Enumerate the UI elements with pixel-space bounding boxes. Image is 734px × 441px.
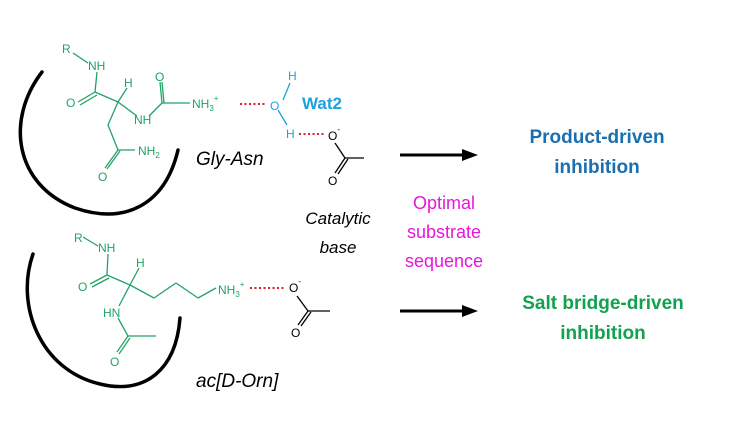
binding-pocket-arc-top <box>18 70 180 216</box>
atom-r-bottom: R <box>74 231 83 245</box>
atom-nh-mid-top: NH <box>134 113 151 127</box>
atom-o-acetyl: O <box>110 355 119 369</box>
atom-h-bottom: H <box>136 256 145 270</box>
atom-o-gly: O <box>155 70 164 84</box>
atom-o-left-bottom: O <box>78 280 87 294</box>
outcome-top-line1: Product-driven <box>529 127 664 148</box>
ac-d-orn-label: ac[D-Orn] <box>196 371 279 392</box>
carboxylate-top: O- O <box>328 125 364 188</box>
water-molecule: H O H <box>270 69 297 141</box>
atom-nh-top: NH <box>88 59 105 73</box>
binding-pocket-arc-bottom <box>25 252 182 389</box>
outcome-top-line2: inhibition <box>554 157 639 178</box>
water-h-bottom: H <box>286 127 295 141</box>
water-o: O <box>270 99 279 113</box>
atom-nh3-top: NH3+ <box>192 94 219 113</box>
outcome-bottom-line2: inhibition <box>560 323 645 344</box>
carboxylate-bottom-o-minus: O- <box>289 277 301 295</box>
atom-h-top: H <box>124 76 133 90</box>
arrow-bottom <box>400 305 478 317</box>
atom-nh3-bottom: NH3+ <box>218 280 245 299</box>
ac-d-orn-atoms: R NH O H HN O NH3+ <box>74 231 245 369</box>
atom-r-top: R <box>62 42 71 56</box>
atom-nh-bottom: NH <box>98 241 115 255</box>
atom-hn-bottom: HN <box>103 306 120 320</box>
optimal-line2: substrate <box>407 222 481 242</box>
water-h-top: H <box>288 69 297 83</box>
carboxylate-top-o: O <box>328 174 337 188</box>
carboxylate-bottom-o: O <box>291 326 300 340</box>
arrow-top <box>400 149 478 161</box>
gly-asn-atoms: R NH O H NH O NH3+ O NH2 <box>62 42 219 184</box>
optimal-line1: Optimal <box>413 193 475 213</box>
atom-o-amide: O <box>98 170 107 184</box>
catalytic-line2: base <box>320 238 357 257</box>
outcome-bottom-line1: Salt bridge-driven <box>522 293 684 314</box>
wat2-label: Wat2 <box>302 94 342 113</box>
carboxylate-bottom: O- O <box>289 277 330 340</box>
atom-o-left-top: O <box>66 96 75 110</box>
ac-d-orn-bonds <box>82 236 217 355</box>
catalytic-line1: Catalytic <box>305 209 371 228</box>
optimal-line3: sequence <box>405 251 483 271</box>
gly-asn-label: Gly-Asn <box>196 149 264 170</box>
atom-nh2: NH2 <box>138 144 160 160</box>
carboxylate-top-o-minus: O- <box>328 125 340 143</box>
gly-asn-bonds <box>72 52 190 170</box>
